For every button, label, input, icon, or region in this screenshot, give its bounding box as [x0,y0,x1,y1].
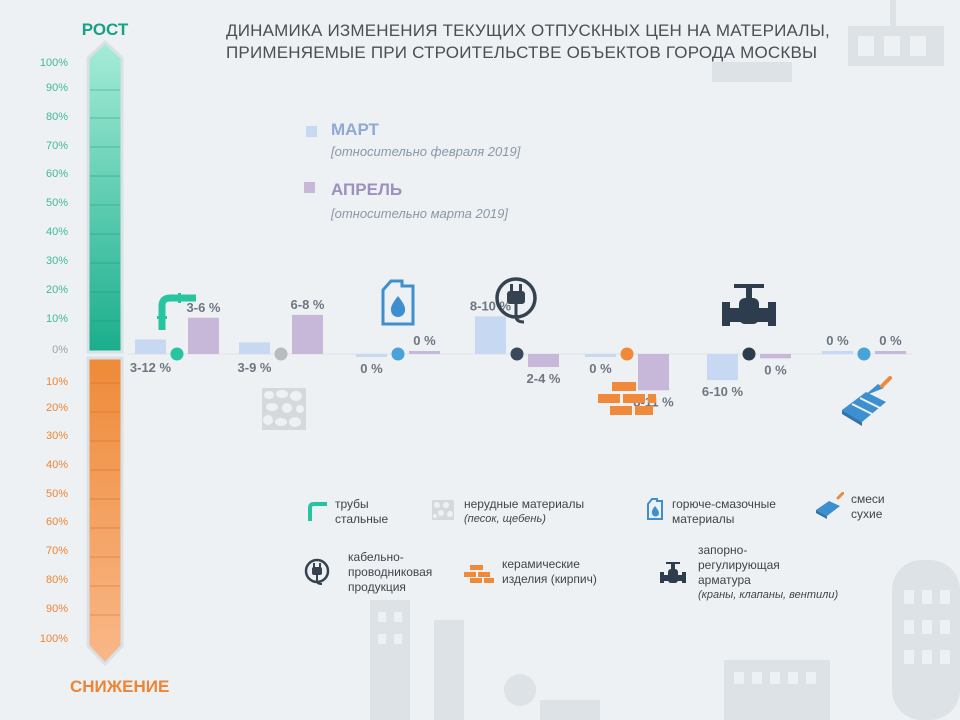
bar-april [638,354,669,391]
legend-pipe-icon [308,502,327,521]
valve-icon [722,284,776,326]
legend-april-title: АПРЕЛЬ [331,180,403,199]
category-dot [510,347,524,361]
scale-tick-down: 90% [45,603,68,615]
bar-march [475,316,506,354]
legend-fuel-canister-icon [647,498,663,520]
legend-march-sub: [относительно февраля 2019] [331,144,521,159]
legend-march-swatch [306,126,317,137]
scale-tick-down: 100% [39,633,68,645]
legend-march-title: МАРТ [331,120,379,139]
legend-item-fuel: горюче-смазочные материалы [672,497,776,526]
scale-tick-up: 60% [45,168,68,180]
scale-up-fill [86,40,124,354]
bar-april [875,351,906,354]
bar-april [188,317,219,354]
scale-tick-down: 70% [45,545,68,557]
chart-title: ДИНАМИКА ИЗМЕНЕНИЯ ТЕКУЩИХ ОТПУСКНЫХ ЦЕН… [226,20,866,64]
value-label-april: 0 % [413,333,436,348]
value-label-april: 3-6 % [187,300,221,315]
category-dot [391,347,405,361]
legend-cable-plug-icon [304,558,330,585]
value-label-april: 6-8 % [291,297,325,312]
scale-tick-down: 60% [45,516,68,528]
category-dot [170,347,184,361]
scale-tick-up: 70% [45,140,68,152]
legend-item-dry-mixes: смеси сухие [851,492,885,521]
value-label-march: 3-9 % [238,360,272,375]
scale-tick-down: 80% [45,574,68,586]
bar-march [239,342,270,354]
legend-item-bricks: керамические изделия (кирпич) [502,557,597,586]
category-dot [742,347,756,361]
scale-tick-up: 30% [45,255,68,267]
legend-item-cable: кабельно- проводниковая продукция [348,550,433,594]
bar-march [822,351,853,354]
scale-down-fill [86,356,124,667]
legend-valve-icon [660,562,686,583]
scale-tick-up: 90% [45,82,68,94]
bar-march [356,354,387,357]
value-label-march: 6-10 % [702,384,744,399]
pipe-icon [157,293,196,330]
scale-tick-up: 10% [45,313,68,325]
bar-march [585,354,616,357]
bar-march [707,354,738,381]
fuel-canister-icon [381,279,415,326]
scale-tick-up: 50% [45,197,68,209]
scale-tick-down: 20% [45,402,68,414]
value-label-april: 0 % [879,333,902,348]
bar-april [760,354,791,359]
title-line-2: ПРИМЕНЯЕМЫЕ ПРИ СТРОИТЕЛЬСТВЕ ОБЪЕКТОВ Г… [226,43,818,62]
legend-item-valves: запорно- регулирующая арматура (краны, к… [698,543,839,601]
cable-plug-icon [495,277,537,324]
value-label-april: 2-4 % [527,371,561,386]
scale-tick-zero: 0% [52,344,68,356]
title-line-1: ДИНАМИКА ИЗМЕНЕНИЯ ТЕКУЩИХ ОТПУСКНЫХ ЦЕН… [226,21,830,40]
category-dot [857,347,871,361]
bar-april [528,354,559,368]
scale-up-label: РОСТ [81,20,129,39]
legend-gravel-icon [432,500,454,520]
trowel-icon [842,376,892,426]
value-label-march: 3-12 % [130,360,172,375]
category-dot [620,347,634,361]
legend-item-gravel: нерудные материалы (песок, щебень) [464,497,585,525]
value-label-march: 0 % [589,361,612,376]
scale-tick-up: 100% [39,57,68,69]
scale-tick-down: 40% [45,459,68,471]
legend-april-swatch [304,182,315,193]
scale-tick-down: 10% [45,376,68,388]
bar-march [135,339,166,354]
scale-tick-down: 30% [45,430,68,442]
legend-bricks-icon [464,565,494,583]
bar-april [292,314,323,354]
scale-tick-down: 50% [45,488,68,500]
scale-bar [86,40,124,667]
bar-april [409,351,440,354]
value-label-march: 0 % [826,333,849,348]
legend-april-sub: [относительно марта 2019] [331,206,509,221]
bricks-icon [598,382,656,415]
gravel-icon [262,388,306,430]
value-label-march: 0 % [360,361,383,376]
category-dot [274,347,288,361]
scale-tick-up: 20% [45,284,68,296]
legend-item-pipes: трубы стальные [335,497,389,526]
scale-tick-up: 80% [45,111,68,123]
value-label-april: 0 % [764,362,787,377]
legend-trowel-icon [816,492,844,519]
scale-tick-up: 40% [45,226,68,238]
